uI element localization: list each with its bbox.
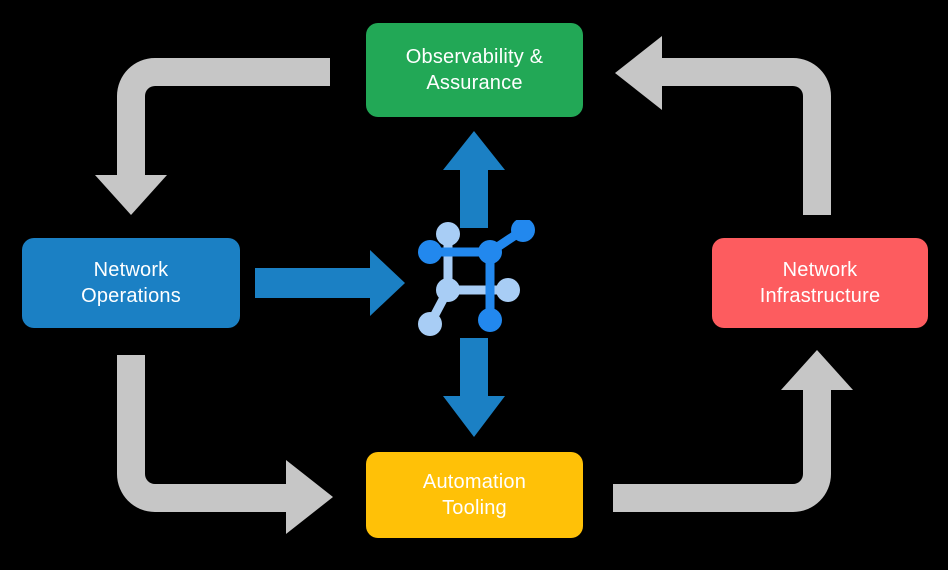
node-automation-tooling[interactable]: Automation Tooling: [366, 452, 583, 538]
connector-operations-to-hub: [255, 250, 405, 316]
network-topology-icon: [418, 220, 535, 336]
node-network-operations[interactable]: Network Operations: [22, 238, 240, 328]
connector-automation-to-infrastructure: [613, 350, 853, 512]
connector-hub-to-automation: [443, 338, 505, 437]
node-network-infrastructure[interactable]: Network Infrastructure: [712, 238, 928, 328]
node-label: Observability & Assurance: [405, 45, 544, 94]
node-label: Network Infrastructure: [759, 258, 881, 307]
connector-hub-to-observability: [443, 131, 505, 228]
node-observability-assurance[interactable]: Observability & Assurance: [366, 23, 583, 117]
connector-operations-to-automation: [117, 355, 333, 534]
node-label: Network Operations: [81, 258, 181, 307]
connector-observability-to-operations: [95, 58, 330, 215]
node-label: Automation Tooling: [422, 470, 527, 519]
connector-infrastructure-to-observability: [615, 36, 831, 215]
